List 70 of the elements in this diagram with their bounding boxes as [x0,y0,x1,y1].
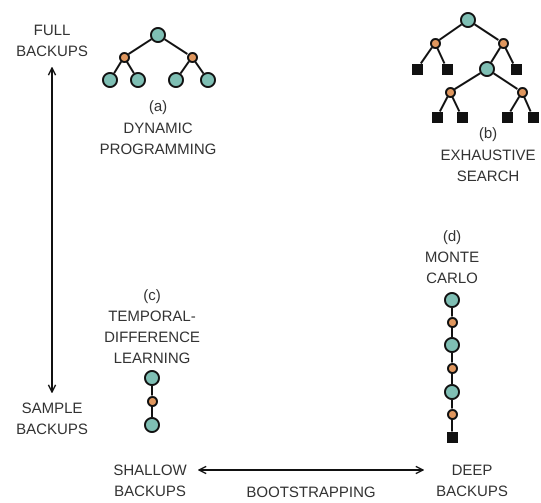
tree-branch [438,24,462,41]
state-node [460,12,476,28]
tree-branch [451,420,453,432]
terminal-square [412,64,422,74]
double-arrow [48,67,56,393]
state-node [444,384,460,400]
tree-branch [493,72,518,90]
tree-branch [451,96,460,112]
axis-label: DEEP BACKUPS [427,460,517,502]
tree-branch [523,96,532,112]
tree-branch [451,308,453,316]
state-node [444,292,460,308]
terminal-square [510,64,522,74]
tree-branch [151,386,153,396]
state-node [150,27,166,43]
tree-branch [113,61,122,74]
action-node [516,86,528,98]
state-node [144,417,160,433]
method-name: DYNAMIC PROGRAMMING [98,119,218,160]
action-node [446,362,458,374]
tree-branch [194,60,204,74]
action-node [186,52,198,62]
method-name: MONTE CARLO [424,248,480,289]
tree-branch [490,47,501,63]
state-node [168,72,184,88]
action-node [430,38,440,48]
state-node [102,72,118,88]
method-name: EXHAUSTIVE SEARCH [439,146,537,187]
action-node [118,52,130,62]
state-node [444,337,460,353]
method-name: TEMPORAL- DIFFERENCE LEARNING [103,307,201,369]
terminal-square [442,64,452,74]
tree-branch [151,406,153,417]
axis-label: SHALLOW BACKUPS [105,460,195,502]
panel-letter: (d) [442,227,462,247]
tree-branch [509,96,520,112]
panel-letter: (a) [148,97,168,117]
tree-branch [436,48,446,64]
tree-branch [438,96,448,112]
axis-label: FULL BACKUPS [7,20,97,62]
state-node [130,72,146,88]
tree-branch [451,353,453,362]
terminal-square [446,432,458,442]
action-node [146,396,158,406]
terminal-square [432,112,442,122]
tree-branch [451,374,453,384]
tree-branch [474,24,499,41]
tree-branch [126,61,135,74]
action-node [446,316,458,328]
action-node [446,408,458,420]
tree-branch [180,60,190,74]
tree-branch [128,38,152,55]
tree-branch [451,328,453,337]
tree-branch [164,38,188,55]
action-node [444,86,456,98]
axis-label: SAMPLE BACKUPS [7,398,97,440]
tree-branch [454,72,481,90]
panel-letter: (b) [478,124,498,144]
terminal-square [456,112,468,122]
state-node [144,370,160,386]
state-node [479,61,495,77]
tree-branch [420,46,433,64]
action-node [498,38,508,48]
double-arrow [198,466,424,474]
terminal-square [502,112,512,122]
terminal-square [528,112,538,122]
tree-branch [451,400,453,408]
state-node [200,72,216,88]
panel-letter: (c) [142,286,162,306]
tree-branch [504,47,514,64]
